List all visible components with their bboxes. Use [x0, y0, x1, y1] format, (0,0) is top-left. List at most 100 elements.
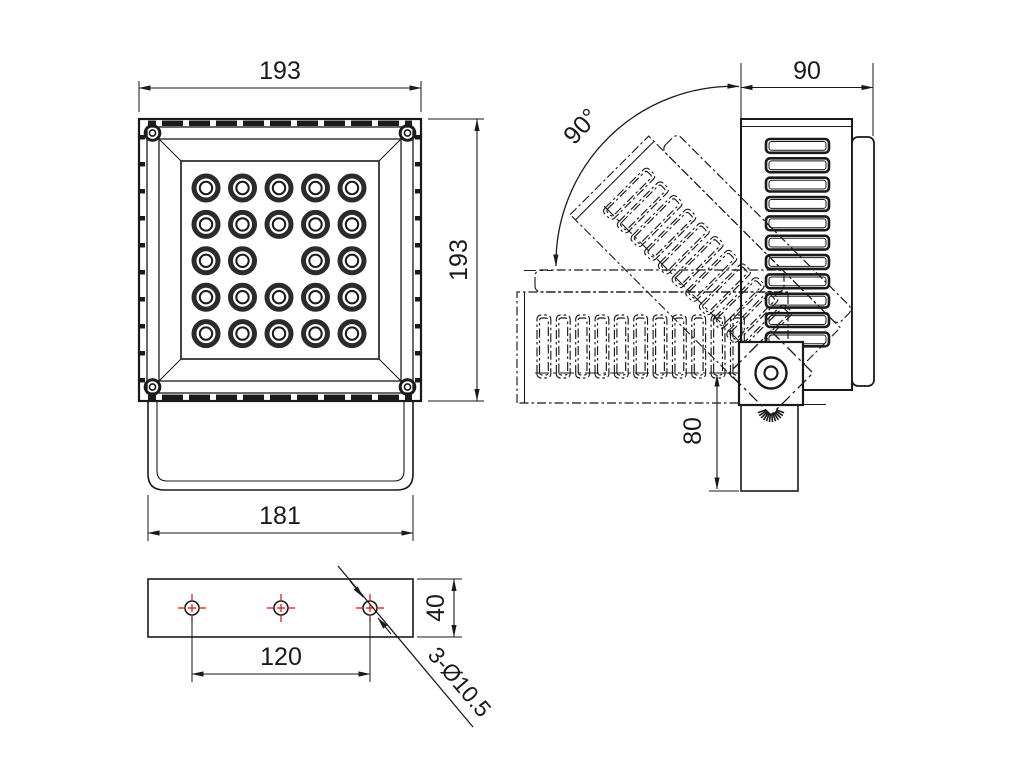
heatsink-fin — [685, 249, 738, 302]
heatsink-fin-inner — [635, 317, 646, 376]
heatsink-fin-inner — [729, 294, 776, 340]
lens-plate — [180, 160, 380, 360]
fixture-top-edge — [575, 141, 655, 221]
heatsink-fin — [764, 292, 831, 309]
led-lens-core — [308, 326, 323, 341]
led-lens-core — [344, 253, 360, 268]
led-lens — [264, 282, 294, 312]
led-lens-grid — [191, 173, 367, 349]
led-lens — [337, 246, 367, 276]
front-view — [137, 117, 423, 491]
angle-tick — [758, 410, 767, 417]
heatsink-fin — [739, 304, 793, 357]
pivot-bolt-inner — [763, 365, 779, 381]
heatsink-fin — [575, 314, 591, 379]
heatsink-fin-inner — [768, 160, 827, 171]
led-lens — [301, 173, 330, 203]
dim-label-front-height: 193 — [445, 239, 473, 281]
heatsink-fin-inner — [715, 280, 762, 326]
heatsink-fin — [764, 195, 831, 213]
heatsink-fin — [764, 234, 831, 251]
led-lens — [337, 282, 367, 312]
heatsink-fin — [630, 194, 683, 248]
heatsink-fin — [710, 314, 726, 379]
heatsink-fin-inner — [538, 317, 549, 376]
led-lens-core — [308, 253, 323, 268]
led-lens — [337, 209, 367, 239]
side-view — [516, 118, 875, 492]
led-lens — [337, 173, 367, 203]
angle-tick — [757, 409, 767, 414]
housing-frame — [137, 117, 423, 403]
heatsink-fin — [613, 314, 629, 379]
yoke-bracket-inner — [156, 401, 405, 482]
angle-tick — [770, 413, 774, 423]
heatsink-fin-inner — [674, 239, 721, 285]
heatsink-fin-inner — [633, 198, 680, 244]
heatsink-fin-inner — [768, 257, 827, 267]
led-lens-core — [235, 326, 250, 341]
heatsink-fin — [536, 314, 552, 379]
bezel-chamfer-bl — [158, 358, 182, 382]
led-lens-core — [198, 217, 214, 232]
fixture-phantom-horizontal — [516, 269, 789, 404]
heatsink-fin-inner — [674, 317, 685, 376]
heatsink-fin — [764, 176, 831, 193]
fixture-centerline — [603, 205, 772, 374]
led-lens — [301, 282, 330, 312]
led-lens-core — [308, 217, 323, 232]
dim-label-front-width: 193 — [259, 57, 301, 85]
heatsink-fin-inner — [693, 317, 704, 376]
led-lens-core — [344, 180, 360, 196]
led-lens — [228, 173, 257, 203]
angle-tick — [775, 410, 784, 417]
angle-tick — [775, 409, 785, 414]
heatsink-fin — [764, 273, 831, 290]
led-lens — [301, 209, 330, 239]
heatsink-fin — [764, 157, 831, 174]
led-lens-core — [235, 253, 250, 268]
led-lens-core — [271, 326, 287, 341]
dim-hole-spacing: 120 — [191, 617, 371, 682]
led-lens-core — [344, 217, 360, 232]
led-lens-core — [344, 290, 360, 305]
gasket-strip-right — [415, 128, 421, 392]
dim-side-depth: 90 — [740, 57, 874, 136]
heatsink-fin-inner — [768, 315, 827, 325]
led-lens — [301, 319, 330, 349]
led-lens — [264, 319, 294, 349]
dim-label-side-depth: 90 — [793, 57, 821, 85]
dim-label-hole-spacing: 120 — [260, 643, 302, 671]
dim-label-pivot-height: 80 — [679, 417, 707, 445]
dim-label-bracket-width: 181 — [259, 502, 301, 530]
heatsink-fin — [764, 215, 831, 232]
heatsink-fin-inner — [616, 317, 627, 376]
bezel-outer — [158, 138, 402, 382]
led-lens — [264, 173, 294, 203]
dim-bracket-width: 181 — [147, 495, 414, 541]
bezel-chamfer-tr — [378, 138, 402, 162]
fixture-upright — [740, 118, 875, 391]
heatsink-fin — [594, 314, 610, 379]
gasket-strip-left — [139, 128, 145, 392]
heatsink-fin — [764, 137, 831, 155]
heatsink-fin-inner — [661, 225, 707, 272]
dim-label-plate-width: 40 — [422, 594, 450, 622]
fixture-bezel — [534, 269, 785, 293]
heatsink-fin-inner — [768, 141, 827, 151]
angle-tick — [773, 412, 780, 421]
led-lens — [191, 282, 221, 312]
angle-tick — [772, 412, 777, 422]
dim-front-width: 193 — [138, 57, 422, 112]
led-lens — [191, 246, 221, 276]
led-lens-core — [198, 326, 214, 341]
heatsink-fin — [764, 253, 831, 271]
pivot-angle-scale — [757, 409, 785, 423]
led-lens-core — [198, 290, 214, 305]
led-lens-core — [235, 290, 250, 305]
heatsink-fin — [726, 290, 779, 343]
led-lens — [191, 209, 221, 239]
heatsink-fin-inner — [768, 295, 827, 306]
